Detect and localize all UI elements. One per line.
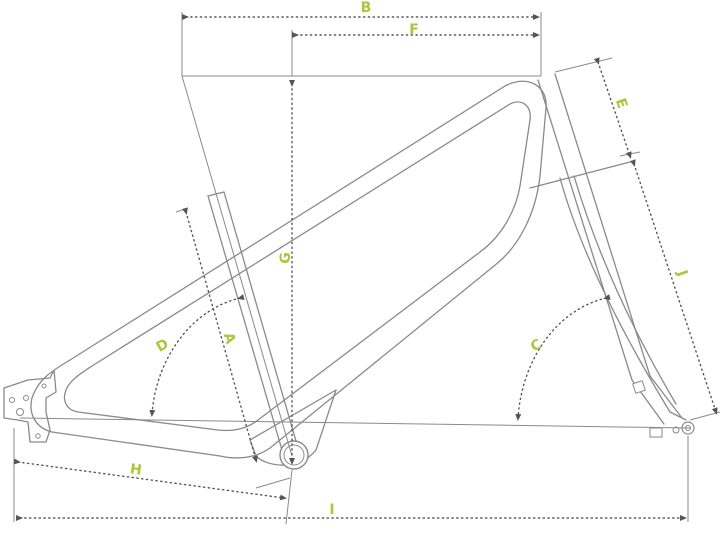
label-H: H: [129, 461, 143, 478]
ref-head-top-tick: [554, 57, 613, 73]
dim-E-line: [593, 57, 632, 159]
seat-tube-right: [223, 191, 299, 449]
dim-J-line: [629, 159, 718, 415]
label-C: C: [528, 336, 545, 355]
ref-bb-offset-tick: [255, 477, 291, 489]
ref-seat-angle-line: [181, 75, 293, 457]
frame-outer-outline: [30, 80, 547, 459]
dim-C-arc: [515, 294, 611, 421]
fork-bolt: [672, 426, 680, 434]
dim-A-line: [182, 207, 258, 463]
label-D: D: [153, 336, 171, 356]
label-I: I: [329, 502, 334, 518]
label-A: A: [220, 331, 239, 346]
label-E: E: [612, 96, 630, 110]
dropout-hole-4: [35, 433, 41, 439]
dim-H-line: [13, 458, 287, 501]
bottom-bracket-inner: [283, 444, 305, 466]
ref-axle-line: [19, 417, 691, 429]
rear-dropout: [3, 369, 57, 443]
dropout-hole-2: [23, 395, 29, 401]
head-tube-left: [537, 79, 633, 381]
frame-inner-outline: [63, 101, 531, 432]
ref-fork-tick: [689, 411, 720, 421]
dropout-hole-5: [41, 383, 47, 389]
label-F: F: [409, 22, 419, 38]
label-G: G: [278, 252, 294, 264]
fork-outline-inner: [573, 175, 677, 405]
bike-frame: [3, 73, 695, 470]
dimension-labels: B F E G A D C J H I: [129, 0, 691, 518]
fork-outline-outer: [559, 177, 687, 421]
fork-tab: [649, 427, 663, 438]
dropout-hole-3: [16, 408, 24, 416]
label-J: J: [673, 267, 690, 278]
dropout-hole-1: [9, 397, 15, 403]
dimension-lines: [13, 14, 718, 521]
reference-lines: [13, 12, 720, 525]
fork-crown: [529, 161, 631, 189]
label-B: B: [361, 0, 372, 16]
